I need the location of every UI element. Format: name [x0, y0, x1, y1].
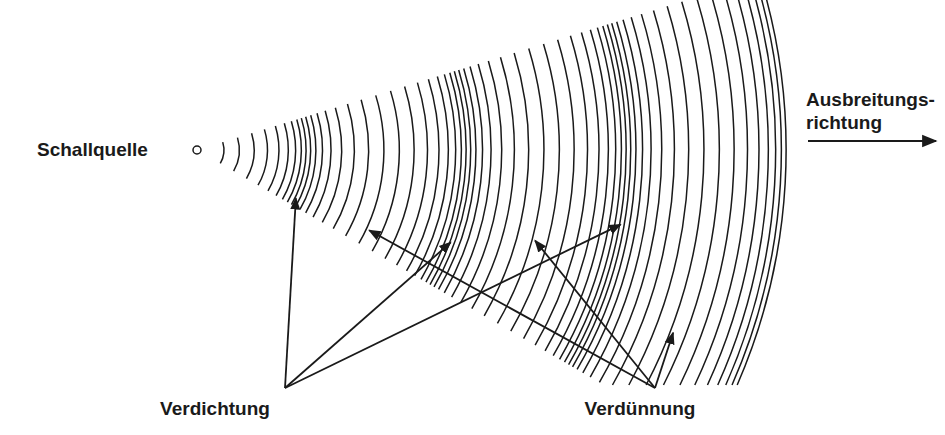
wavefront-arc: [258, 129, 267, 185]
wavefront-arc: [560, 28, 616, 360]
wavefront-arc: [732, 0, 781, 385]
wavefront-arc: [535, 36, 587, 345]
rarefaction-label: Verdünnung: [585, 398, 696, 421]
source-label: Schallquelle: [37, 139, 148, 162]
wavefront-arc: [629, 6, 689, 385]
wavefront-arc: [291, 118, 306, 204]
wavefront-arc: [439, 68, 476, 289]
wavefront-arc: [737, 0, 786, 385]
wavefront-arc: [726, 0, 776, 385]
wavefront-arc: [599, 14, 661, 382]
wavefront-arc: [434, 70, 471, 287]
wavefront-arc: [444, 67, 482, 293]
leader-arrow: [369, 230, 655, 388]
wavefront-arc: [276, 123, 288, 195]
leader-arrow: [535, 241, 655, 388]
wavefront-arc: [718, 0, 769, 385]
compression-label: Verdichtung: [160, 398, 270, 421]
wavefront-arc: [553, 30, 608, 356]
wavefront-arc: [268, 126, 279, 191]
wavefront-arc: [569, 25, 626, 365]
wavefront-arc: [359, 95, 384, 243]
direction-label: Ausbreitungs- richtung: [806, 89, 935, 135]
wavefront-arc: [346, 100, 369, 236]
wavefront-arc: [407, 79, 439, 271]
direction-arrow: [808, 140, 936, 142]
wavefront-arc: [484, 53, 528, 316]
sound-source: [193, 146, 201, 154]
wavefront-arc: [663, 0, 719, 385]
wavefront-arc: [524, 40, 575, 339]
wavefronts: [220, 0, 786, 385]
wavefront-arc: [421, 74, 456, 279]
wavefront-arc: [322, 108, 341, 223]
leader-arrow: [655, 333, 673, 388]
wavefront-arc: [680, 0, 734, 385]
wavefront-arc: [472, 57, 515, 308]
wavefront-arc: [452, 64, 491, 297]
wavefront-arc: [583, 20, 643, 373]
leader-arrow: [285, 198, 296, 388]
wavefront-arc: [385, 87, 414, 259]
wavefront-arc: [573, 23, 631, 367]
wavefront-arc: [707, 0, 758, 385]
wavefront-arc: [461, 61, 502, 302]
wavefront-arc: [613, 10, 675, 385]
leader-lines: [285, 198, 673, 388]
wavefront-arc: [333, 104, 354, 229]
wavefront-arc: [511, 44, 560, 331]
wavefront-arc: [497, 49, 543, 324]
wavefront-arc: [372, 91, 399, 251]
leader-arrow: [285, 225, 620, 388]
wavefront-arc: [246, 133, 254, 178]
wavefront-arc: [646, 2, 704, 385]
wavefront-arc: [313, 111, 331, 217]
wavefront-arc: [577, 22, 636, 370]
wavefront-arc: [234, 138, 240, 172]
wavefront-arc: [220, 142, 224, 163]
wavefront-arc: [430, 71, 466, 284]
leader-arrow: [285, 242, 451, 388]
wavefront-arc: [426, 73, 461, 282]
wavefront-arc: [545, 32, 599, 351]
wavefront-arc: [306, 113, 323, 212]
